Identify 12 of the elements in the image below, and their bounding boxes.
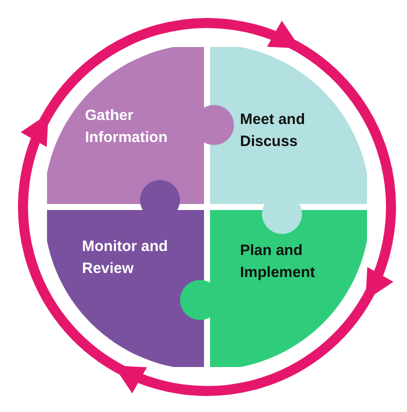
piece-label: Monitor and Review [82, 237, 169, 279]
cycle-arrow [113, 295, 372, 396]
cycle-arrow [18, 113, 119, 372]
cycle-arrow [42, 18, 301, 119]
piece-label: Gather Information [85, 106, 168, 148]
puzzle-piece [47, 210, 204, 367]
puzzle-piece [210, 210, 367, 367]
piece-label: Plan and Implement [240, 241, 316, 283]
puzzle-piece [210, 47, 367, 204]
piece-label: Meet and Discuss [240, 110, 306, 152]
puzzle-piece [47, 47, 204, 204]
cycle-arrow [295, 42, 396, 301]
